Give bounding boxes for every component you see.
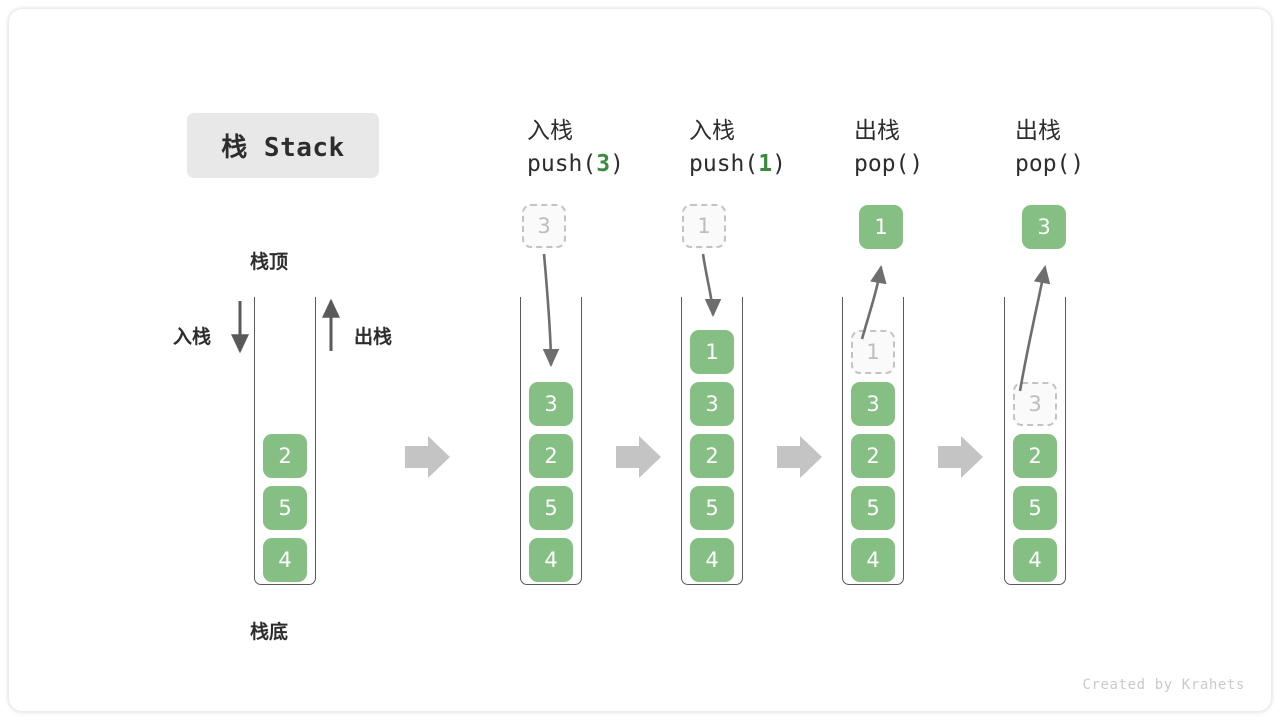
arrow-push1-to-pop1	[777, 436, 822, 478]
pop-direction-label: 出栈	[354, 326, 393, 348]
diagram-stage: 栈 Stack 入栈 push(3) 入栈 push(1) 出栈 pop() 出…	[9, 9, 1271, 711]
step-heading-cn: 入栈	[689, 118, 735, 144]
stack-cell: 5	[1013, 486, 1057, 530]
step-heading-push-3: 入栈 push(3)	[527, 115, 697, 181]
step-heading-pop-3: 出栈 pop()	[1015, 115, 1185, 181]
floating-element-push-3: 3	[522, 204, 566, 248]
floating-element-push-1: 1	[682, 204, 726, 248]
diagram-card: 栈 Stack 入栈 push(3) 入栈 push(1) 出栈 pop() 出…	[8, 8, 1272, 712]
arrow-initial-to-push3	[405, 436, 450, 478]
stack-cell: 4	[851, 538, 895, 582]
stack-container	[254, 297, 316, 585]
step-heading-code: push(1)	[689, 151, 786, 177]
diagram-title: 栈 Stack	[187, 113, 379, 178]
stack-cell: 5	[851, 486, 895, 530]
stack-cell: 4	[263, 538, 307, 582]
arrow-pop1-to-pop3	[938, 436, 983, 478]
stack-cell: 2	[690, 434, 734, 478]
stack-cell: 3	[690, 382, 734, 426]
credit-text: Created by Krahets	[1082, 677, 1245, 693]
stack-cell: 3	[529, 382, 573, 426]
step-heading-cn: 出栈	[1015, 118, 1061, 144]
step-arg: 3	[596, 151, 611, 177]
stack-cell: 5	[263, 486, 307, 530]
stack-cell: 2	[529, 434, 573, 478]
stack-cell: 2	[1013, 434, 1057, 478]
arrow-push3-to-push1	[616, 436, 661, 478]
floating-element-pop-3: 3	[1022, 205, 1066, 249]
stack-cell-removed: 3	[1013, 382, 1057, 426]
stack-cell: 2	[851, 434, 895, 478]
step-arg: 1	[758, 151, 773, 177]
stack-cell-removed: 1	[851, 330, 895, 374]
stack-top-label: 栈顶	[249, 251, 288, 273]
stack-cell: 2	[263, 434, 307, 478]
stack-cell: 3	[851, 382, 895, 426]
stack-cell: 5	[690, 486, 734, 530]
stack-container	[1004, 297, 1066, 585]
floating-element-pop-1: 1	[859, 205, 903, 249]
step-heading-pop-1: 出栈 pop()	[854, 115, 1024, 181]
step-heading-push-1: 入栈 push(1)	[689, 115, 859, 181]
step-heading-cn: 出栈	[854, 118, 900, 144]
stack-cell: 4	[1013, 538, 1057, 582]
step-heading-code: push(3)	[527, 151, 624, 177]
push-direction-label: 入栈	[173, 326, 212, 348]
step-heading-code: pop()	[854, 151, 924, 177]
stack-cell: 4	[529, 538, 573, 582]
stack-container	[681, 297, 743, 585]
stack-container	[842, 297, 904, 585]
stack-cell: 4	[690, 538, 734, 582]
stack-bottom-label: 栈底	[249, 621, 288, 643]
step-heading-code: pop()	[1015, 151, 1085, 177]
step-heading-cn: 入栈	[527, 118, 573, 144]
stack-cell: 5	[529, 486, 573, 530]
stack-container	[520, 297, 582, 585]
stack-cell: 1	[690, 330, 734, 374]
